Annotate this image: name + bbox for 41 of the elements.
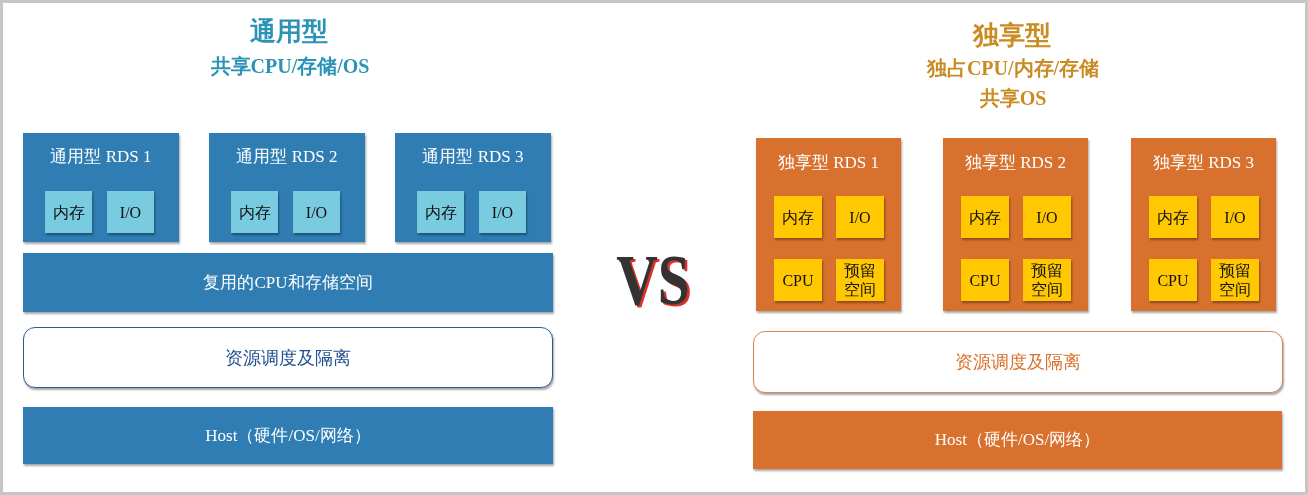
resource-tile: 内存 [774, 196, 822, 238]
resource-tile: 内存 [961, 196, 1009, 238]
rounded-layer-box: 资源调度及隔离 [23, 327, 553, 388]
column-subheading: 共享OS [979, 86, 1047, 110]
resource-tile: I/O [479, 191, 526, 233]
layer-bar: Host（硬件/OS/网络） [23, 407, 553, 464]
resource-tile: 内存 [417, 191, 464, 233]
resource-tile: CPU [961, 259, 1009, 301]
column-heading: 通用型 [250, 17, 328, 47]
column-subheading: 共享CPU/存储/OS [210, 54, 370, 78]
instance-panel [756, 138, 901, 311]
panel-title: 通用型 RDS 3 [422, 147, 524, 167]
resource-tile: I/O [1211, 196, 1259, 238]
instance-panel [23, 133, 179, 242]
resource-tile: I/O [293, 191, 340, 233]
vs-label: VS [616, 240, 690, 320]
resource-tile: 预留空间 [1023, 259, 1071, 301]
layer-bar: Host（硬件/OS/网络） [753, 411, 1282, 469]
column-subheading: 独占CPU/内存/存储 [926, 56, 1100, 80]
panel-title: 独享型 RDS 3 [1152, 153, 1255, 173]
rounded-layer-box: 资源调度及隔离 [753, 331, 1283, 393]
layer-bar: 复用的CPU和存储空间 [23, 253, 553, 312]
resource-tile: 预留空间 [836, 259, 884, 301]
column-heading: 独享型 [973, 21, 1051, 51]
resource-tile: 内存 [45, 191, 92, 233]
resource-tile: I/O [1023, 196, 1071, 238]
panel-title: 独享型 RDS 1 [777, 153, 880, 173]
resource-tile: I/O [836, 196, 884, 238]
instance-panel [209, 133, 365, 242]
panel-title: 通用型 RDS 1 [50, 147, 152, 167]
instance-panel [943, 138, 1088, 311]
resource-tile: 内存 [1149, 196, 1197, 238]
resource-tile: CPU [774, 259, 822, 301]
resource-tile: CPU [1149, 259, 1197, 301]
instance-panel [1131, 138, 1276, 311]
instance-panel [395, 133, 551, 242]
resource-tile: 预留空间 [1211, 259, 1259, 301]
resource-tile: I/O [107, 191, 154, 233]
resource-tile: 内存 [231, 191, 278, 233]
panel-title: 通用型 RDS 2 [236, 147, 338, 167]
panel-title: 独享型 RDS 2 [964, 153, 1067, 173]
